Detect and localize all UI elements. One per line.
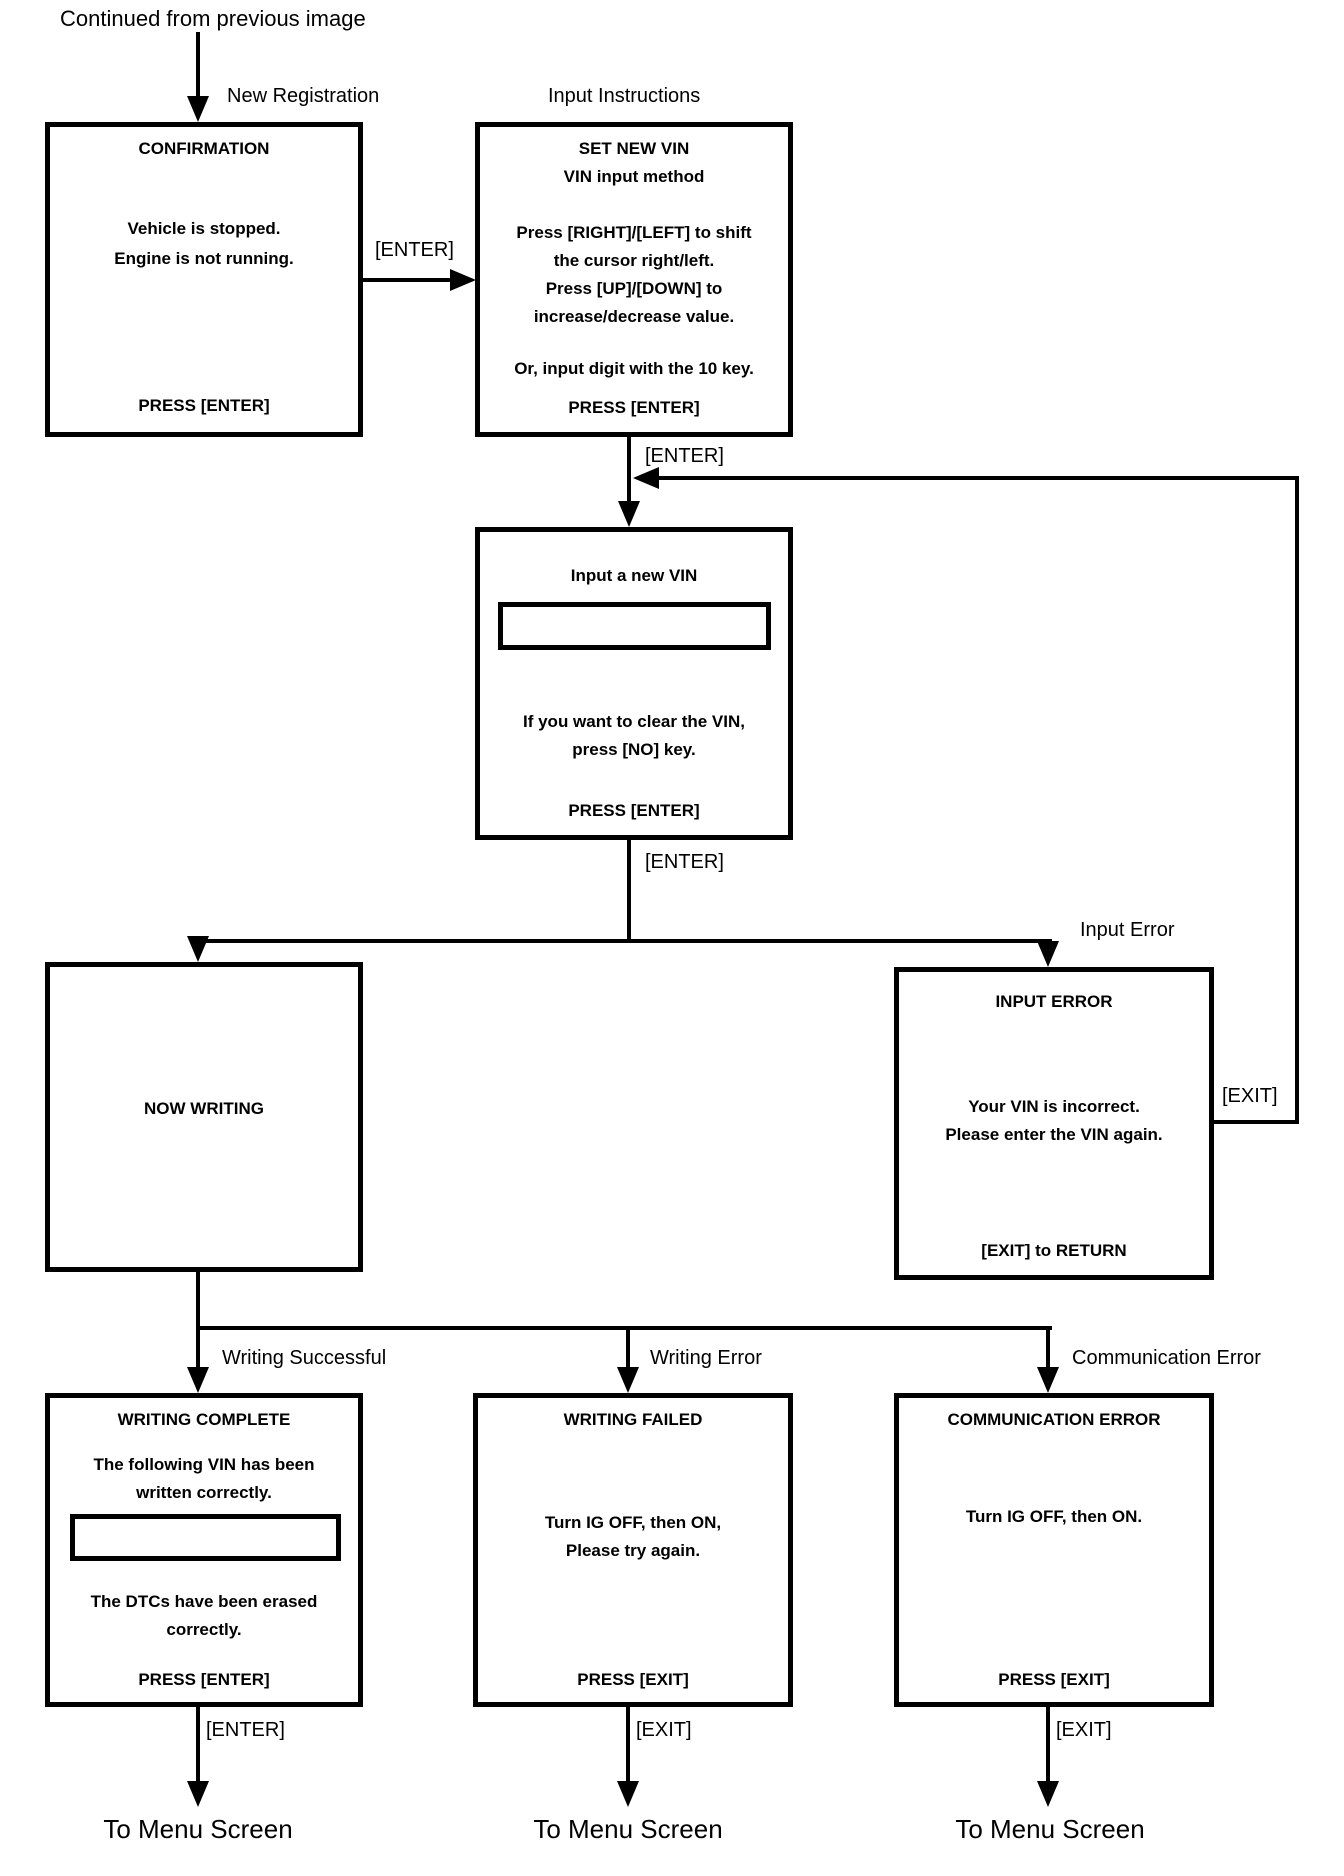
screen-text-line: correctly. <box>166 1620 242 1639</box>
screen-title: INPUT ERROR <box>995 992 1113 1011</box>
vin-result-field <box>70 1514 341 1561</box>
screen-text-line: The DTCs have been erased <box>90 1592 318 1611</box>
arrow-down-icon <box>187 1367 209 1393</box>
screen-text-line: Your VIN is incorrect. <box>968 1097 1140 1116</box>
screen-title: Input a new VIN <box>570 566 698 585</box>
arrow-left-icon <box>633 467 659 489</box>
arrow-down-icon <box>1037 1367 1059 1393</box>
screen-text-line: Engine is not running. <box>114 249 294 268</box>
connector-line <box>626 1330 630 1368</box>
screen-text-line: Please enter the VIN again. <box>945 1125 1163 1144</box>
connector-label-exit: [EXIT] <box>636 1719 692 1741</box>
arrow-down-icon <box>187 96 209 122</box>
connector-label-enter: [ENTER] <box>645 445 724 467</box>
screen-now-writing: NOW WRITING <box>45 962 363 1272</box>
branch-label-new-registration: New Registration <box>227 85 380 107</box>
connector-label-enter: [ENTER] <box>645 851 724 873</box>
screen-text-line: Or, input digit with the 10 key. <box>514 359 754 378</box>
arrow-down-icon <box>617 1367 639 1393</box>
screen-footer: PRESS [ENTER] <box>138 396 270 415</box>
branch-label-input-instructions: Input Instructions <box>548 85 701 107</box>
connector-line-return <box>1295 476 1299 1124</box>
connector-label-enter: [ENTER] <box>375 239 454 261</box>
connector-line <box>196 1272 200 1330</box>
connector-line <box>196 1326 1052 1330</box>
screen-text-line: The following VIN has been <box>93 1455 315 1474</box>
screen-text-line: written correctly. <box>136 1483 272 1502</box>
continued-from-label: Continued from previous image <box>60 6 366 31</box>
screen-title: SET NEW VIN <box>578 139 690 158</box>
connector-line <box>627 840 631 941</box>
branch-label-communication-error: Communication Error <box>1072 1347 1261 1369</box>
arrow-down-icon <box>617 1781 639 1807</box>
screen-title: COMMUNICATION ERROR <box>947 1410 1161 1429</box>
arrow-down-icon <box>1037 1781 1059 1807</box>
arrow-down-icon <box>1037 941 1059 967</box>
screen-input-error: INPUT ERROR Your VIN is incorrect. Pleas… <box>894 967 1214 1280</box>
to-menu-screen-label: To Menu Screen <box>955 1814 1145 1844</box>
screen-footer: PRESS [ENTER] <box>138 1670 270 1689</box>
screen-confirmation: CONFIRMATION Vehicle is stopped. Engine … <box>45 122 363 437</box>
screen-title: WRITING COMPLETE <box>117 1410 291 1429</box>
to-menu-screen-label: To Menu Screen <box>103 1814 293 1844</box>
connector-line <box>1046 1707 1050 1781</box>
screen-communication-error: COMMUNICATION ERROR Turn IG OFF, then ON… <box>894 1393 1214 1707</box>
connector-line <box>363 278 451 282</box>
screen-footer: PRESS [EXIT] <box>998 1670 1110 1689</box>
screen-writing-failed: WRITING FAILED Turn IG OFF, then ON, Ple… <box>473 1393 793 1707</box>
connector-label-exit: [EXIT] <box>1222 1085 1278 1107</box>
screen-text-line: Turn IG OFF, then ON, <box>544 1513 722 1532</box>
arrow-down-icon <box>618 501 640 527</box>
connector-label-enter: [ENTER] <box>206 1719 285 1741</box>
screen-footer: PRESS [ENTER] <box>568 398 700 417</box>
screen-text-line: Press [RIGHT]/[LEFT] to shift <box>516 223 752 242</box>
screen-subtitle: VIN input method <box>563 167 705 186</box>
connector-line <box>626 1707 630 1781</box>
screen-title: CONFIRMATION <box>138 139 270 158</box>
connector-line <box>196 1326 200 1368</box>
screen-text-line: Please try again. <box>565 1541 701 1560</box>
to-menu-screen-label: To Menu Screen <box>533 1814 723 1844</box>
branch-label-writing-successful: Writing Successful <box>222 1347 387 1369</box>
screen-set-new-vin: SET NEW VIN VIN input method Press [RIGH… <box>475 122 793 437</box>
connector-line <box>196 32 200 98</box>
screen-text-line: Turn IG OFF, then ON. <box>965 1507 1143 1526</box>
connector-line <box>196 1707 200 1781</box>
connector-line <box>627 437 631 501</box>
screen-text-line: increase/decrease value. <box>533 307 735 326</box>
arrow-right-icon <box>450 269 476 291</box>
screen-text-line: Press [UP]/[DOWN] to <box>545 279 723 298</box>
screen-title: NOW WRITING <box>144 1099 264 1118</box>
screen-writing-complete: WRITING COMPLETE The following VIN has b… <box>45 1393 363 1707</box>
connector-label-exit: [EXIT] <box>1056 1719 1112 1741</box>
branch-label-writing-error: Writing Error <box>650 1347 762 1369</box>
screen-text-line: If you want to clear the VIN, <box>523 712 745 731</box>
screen-footer: [EXIT] to RETURN <box>981 1241 1127 1260</box>
screen-footer: PRESS [ENTER] <box>568 801 700 820</box>
vin-input-field <box>498 602 771 650</box>
arrow-down-icon <box>187 936 209 962</box>
connector-line-return <box>657 476 1299 480</box>
screen-text-line: Vehicle is stopped. <box>127 219 281 238</box>
connector-line <box>196 939 1052 943</box>
screen-input-new-vin: Input a new VIN If you want to clear the… <box>475 527 793 840</box>
connector-line-return <box>1213 1120 1299 1124</box>
screen-footer: PRESS [EXIT] <box>577 1670 689 1689</box>
screen-text-line: press [NO] key. <box>572 740 696 759</box>
branch-label-input-error: Input Error <box>1080 919 1175 941</box>
screen-title: WRITING FAILED <box>563 1410 703 1429</box>
arrow-down-icon <box>187 1781 209 1807</box>
screen-text-line: the cursor right/left. <box>553 251 715 270</box>
connector-line <box>1046 1330 1050 1368</box>
